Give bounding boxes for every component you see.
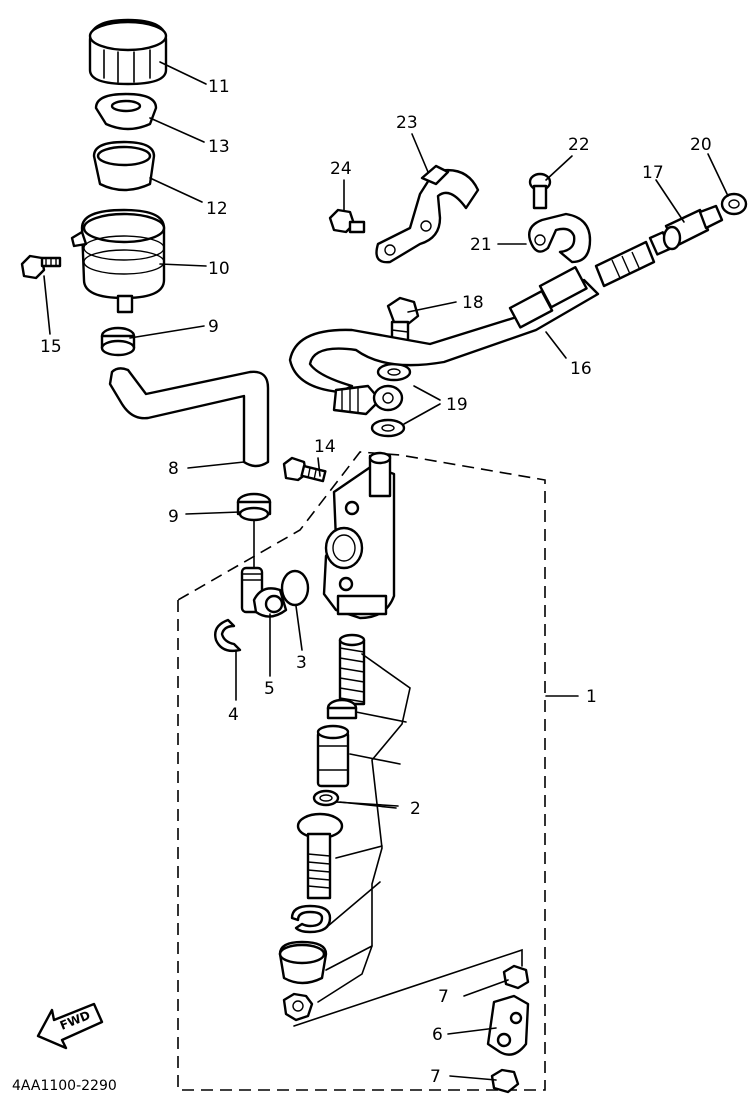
piston	[316, 724, 350, 788]
label-10: 10	[208, 259, 230, 279]
o-ring	[280, 569, 310, 607]
clevis	[486, 994, 530, 1056]
reservoir-hose	[108, 367, 270, 468]
label-16: 16	[570, 359, 592, 379]
label-6: 6	[432, 1025, 443, 1045]
bracket-screw	[328, 208, 366, 234]
label-2: 2	[410, 799, 421, 819]
brake-hose	[288, 266, 600, 416]
label-3: 3	[296, 653, 307, 673]
push-rod	[296, 812, 344, 900]
hose-clamp-lower	[236, 492, 272, 522]
reservoir-cap	[88, 18, 168, 86]
label-23: 23	[396, 113, 418, 133]
reservoir-bolt	[20, 254, 62, 280]
dust-boot	[278, 940, 328, 985]
clevis-washer-top	[502, 964, 530, 990]
spring	[338, 633, 366, 706]
reservoir-tank	[70, 208, 166, 314]
copper-washer-upper	[376, 362, 412, 382]
leader-lines	[43, 61, 729, 1081]
label-9-upper: 9	[208, 317, 219, 337]
label-1: 1	[586, 687, 597, 707]
label-9-lower: 9	[168, 507, 179, 527]
label-8: 8	[168, 459, 179, 479]
label-19: 19	[446, 395, 468, 415]
label-17: 17	[642, 163, 664, 183]
label-18: 18	[462, 293, 484, 313]
label-13: 13	[208, 137, 230, 157]
diaphragm-plate	[92, 140, 156, 192]
label-24: 24	[330, 159, 352, 179]
hose-guide-screw	[528, 172, 552, 210]
push-rod-circlip	[290, 904, 332, 934]
label-11: 11	[208, 77, 230, 97]
piston-seal	[312, 789, 340, 807]
diagram-code: 4AA1100-2290	[12, 1078, 117, 1094]
callout-labels: 11 13 12 10 15 9 8 9 4 5 3 14 18 19 16 2…	[12, 77, 712, 1094]
label-12: 12	[206, 199, 228, 219]
fwd-arrow-icon: FWD	[36, 1002, 104, 1050]
adapter-washer	[720, 192, 748, 216]
circlip-4	[214, 618, 242, 653]
label-20: 20	[690, 135, 712, 155]
hose-clamp-upper	[100, 326, 136, 357]
push-rod-nut	[282, 992, 314, 1022]
assembly-boundary	[177, 451, 546, 1091]
label-21: 21	[470, 235, 492, 255]
hose-joint	[240, 566, 288, 618]
label-15: 15	[40, 337, 62, 357]
label-7-upper: 7	[438, 987, 449, 1007]
hose-end-fitting	[594, 231, 672, 288]
label-14: 14	[314, 437, 336, 457]
mount-bolt	[282, 456, 327, 483]
clevis-washer-bottom	[490, 1068, 520, 1094]
label-22: 22	[568, 135, 590, 155]
copper-washer-lower	[370, 418, 406, 438]
hose-bracket	[375, 164, 480, 264]
piston-cup	[326, 698, 358, 720]
hose-adapter	[662, 204, 724, 251]
label-7-lower: 7	[430, 1067, 441, 1087]
hose-guide	[528, 212, 592, 264]
label-4: 4	[228, 705, 239, 725]
label-5: 5	[264, 679, 275, 699]
master-cylinder-body	[322, 451, 396, 620]
diaphragm	[94, 92, 158, 131]
